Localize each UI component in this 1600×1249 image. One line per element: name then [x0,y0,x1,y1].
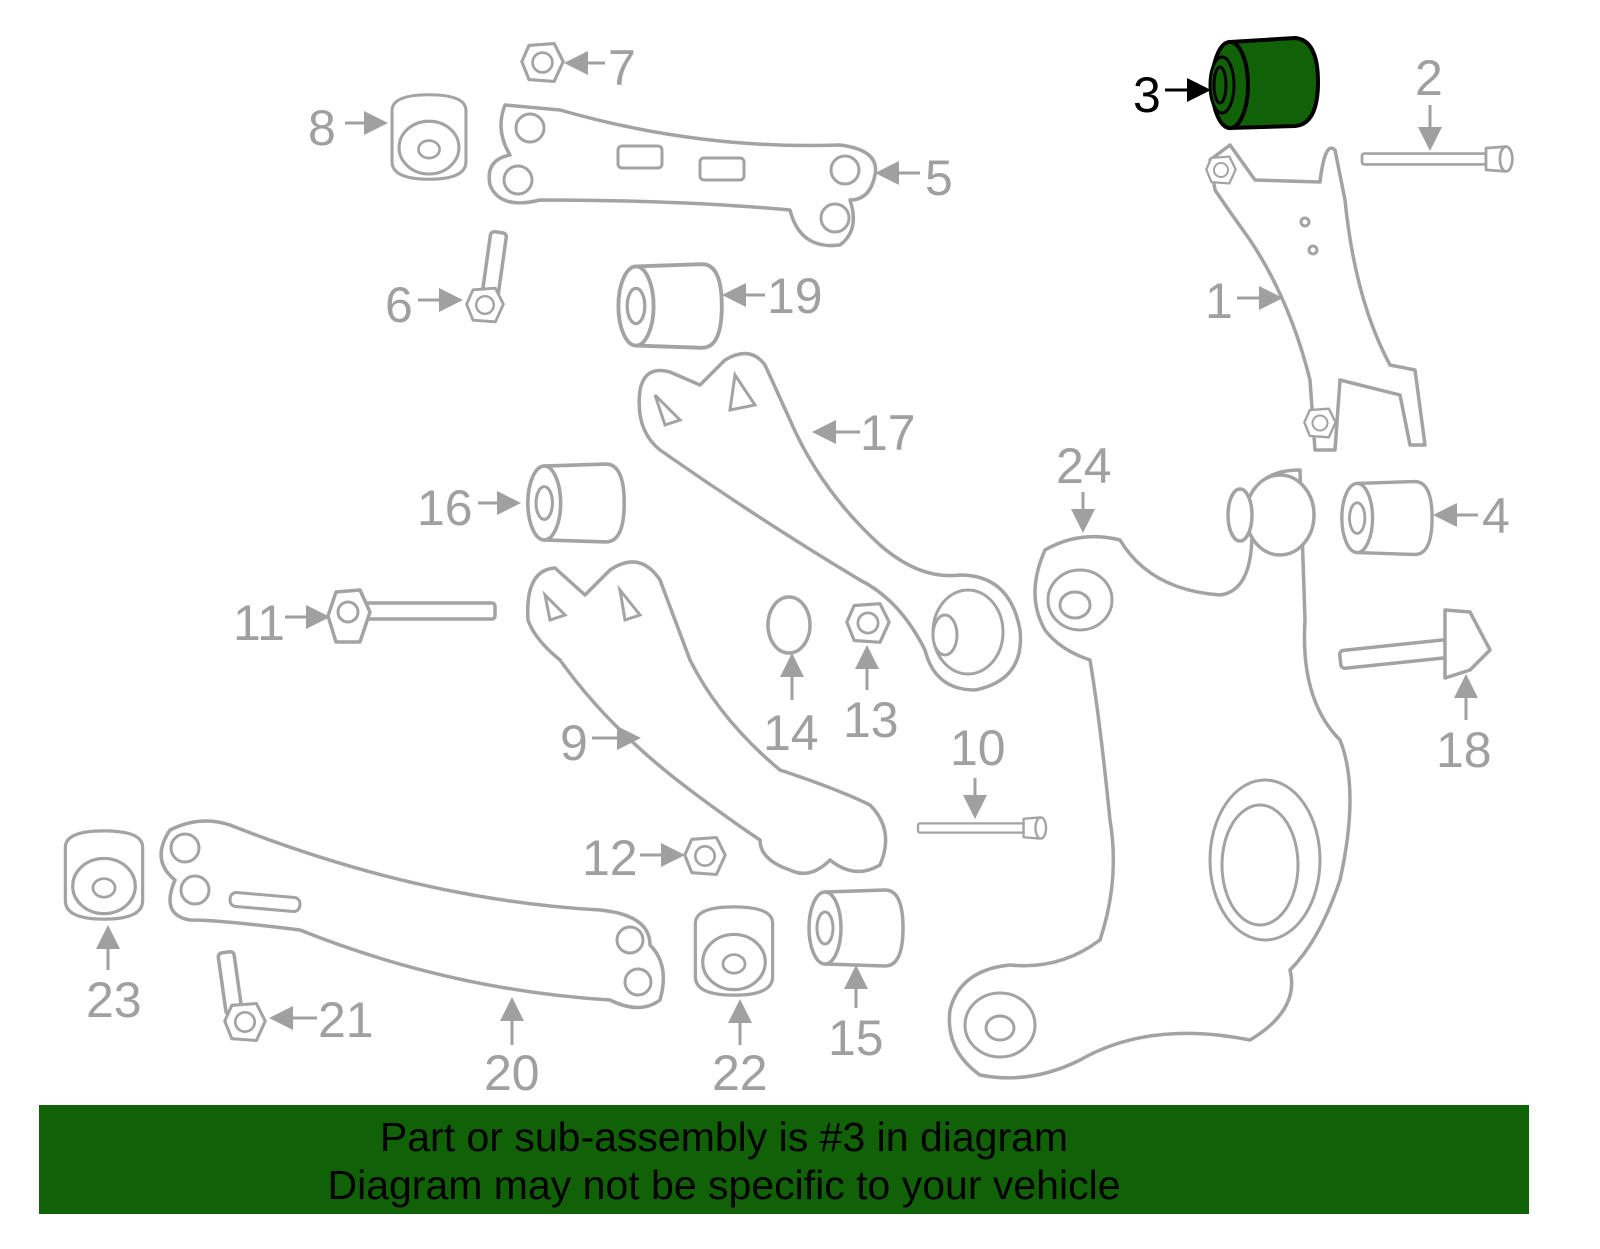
svg-text:8: 8 [308,100,336,156]
svg-text:14: 14 [763,705,819,761]
part-11-bolt[interactable] [326,588,497,644]
svg-text:9: 9 [560,715,588,771]
callout-20: 20 [484,997,540,1101]
callout-21: 21 [269,992,374,1048]
part-5-control-arm[interactable] [487,103,878,248]
svg-text:1: 1 [1205,273,1233,329]
svg-text:24: 24 [1056,438,1112,494]
callout-11: 11 [233,595,330,651]
part-3-bushing-highlighted[interactable] [1208,35,1321,131]
svg-text:17: 17 [860,405,916,461]
callout-18: 18 [1436,674,1492,778]
part-1-bracket[interactable] [1205,143,1427,452]
callout-12: 12 [582,830,685,886]
callout-14: 14 [763,653,819,761]
part-2-bolt[interactable] [1360,144,1515,174]
callout-19: 19 [722,268,823,324]
svg-text:3: 3 [1133,67,1161,123]
callout-16: 16 [417,480,521,536]
part-23-bushing[interactable] [63,829,145,921]
banner-line-disclaimer: Diagram may not be specific to your vehi… [327,1162,1121,1208]
part-22-bushing[interactable] [693,905,775,997]
callout-17: 17 [812,405,916,461]
part-18-bolt[interactable] [1338,608,1492,680]
callout-1: 1 [1205,273,1283,329]
part-12-nut[interactable] [683,835,727,877]
svg-text:11: 11 [233,595,285,651]
callout-22: 22 [712,999,768,1101]
svg-text:12: 12 [582,830,638,886]
part-13-nut[interactable] [845,602,891,644]
svg-text:22: 22 [712,1045,768,1101]
callout-15: 15 [828,965,884,1066]
callout-4: 4 [1433,488,1510,544]
part-6-bolt[interactable] [464,229,509,324]
svg-text:5: 5 [925,150,953,206]
svg-text:7: 7 [608,40,636,96]
callout-23: 23 [86,925,142,1028]
callout-10: 10 [950,720,1006,819]
svg-text:10: 10 [950,720,1006,776]
banner-line-part: Part or sub-assembly is #3 in diagram [379,1114,1069,1160]
svg-text:23: 23 [86,972,142,1028]
info-banner: Part or sub-assembly is #3 in diagram Di… [39,1105,1529,1214]
part-21-bolt[interactable] [216,949,267,1043]
callout-2: 2 [1415,50,1443,151]
callout-9: 9 [560,715,641,771]
callout-7: 7 [564,40,636,96]
callout-5: 5 [875,150,953,206]
callout-8: 8 [308,100,388,156]
part-4-bushing[interactable] [1340,479,1434,557]
part-15-bushing[interactable] [807,888,905,968]
part-17-control-arm[interactable] [637,351,1023,692]
part-7-nut[interactable] [520,42,565,83]
part-9-control-arm[interactable] [525,560,888,876]
part-8-bushing[interactable] [390,93,468,181]
callout-6: 6 [385,277,463,333]
svg-text:20: 20 [484,1045,540,1101]
svg-text:15: 15 [828,1010,884,1066]
svg-text:21: 21 [318,992,374,1048]
part-16-bushing[interactable] [525,462,627,544]
svg-text:6: 6 [385,277,413,333]
part-24-knuckle[interactable] [947,468,1352,1080]
part-10-bolt[interactable] [916,815,1048,841]
callout-24: 24 [1056,438,1112,533]
svg-text:2: 2 [1415,50,1443,106]
part-19-bushing[interactable] [616,262,724,350]
callout-3: 3 [1133,67,1211,123]
svg-text:16: 16 [417,480,473,536]
svg-text:4: 4 [1482,488,1510,544]
svg-text:18: 18 [1436,722,1492,778]
callout-13: 13 [843,645,899,748]
part-14-o-ring[interactable] [766,595,812,655]
svg-text:13: 13 [843,692,899,748]
svg-text:19: 19 [767,268,823,324]
part-20-control-arm[interactable] [159,819,666,1010]
